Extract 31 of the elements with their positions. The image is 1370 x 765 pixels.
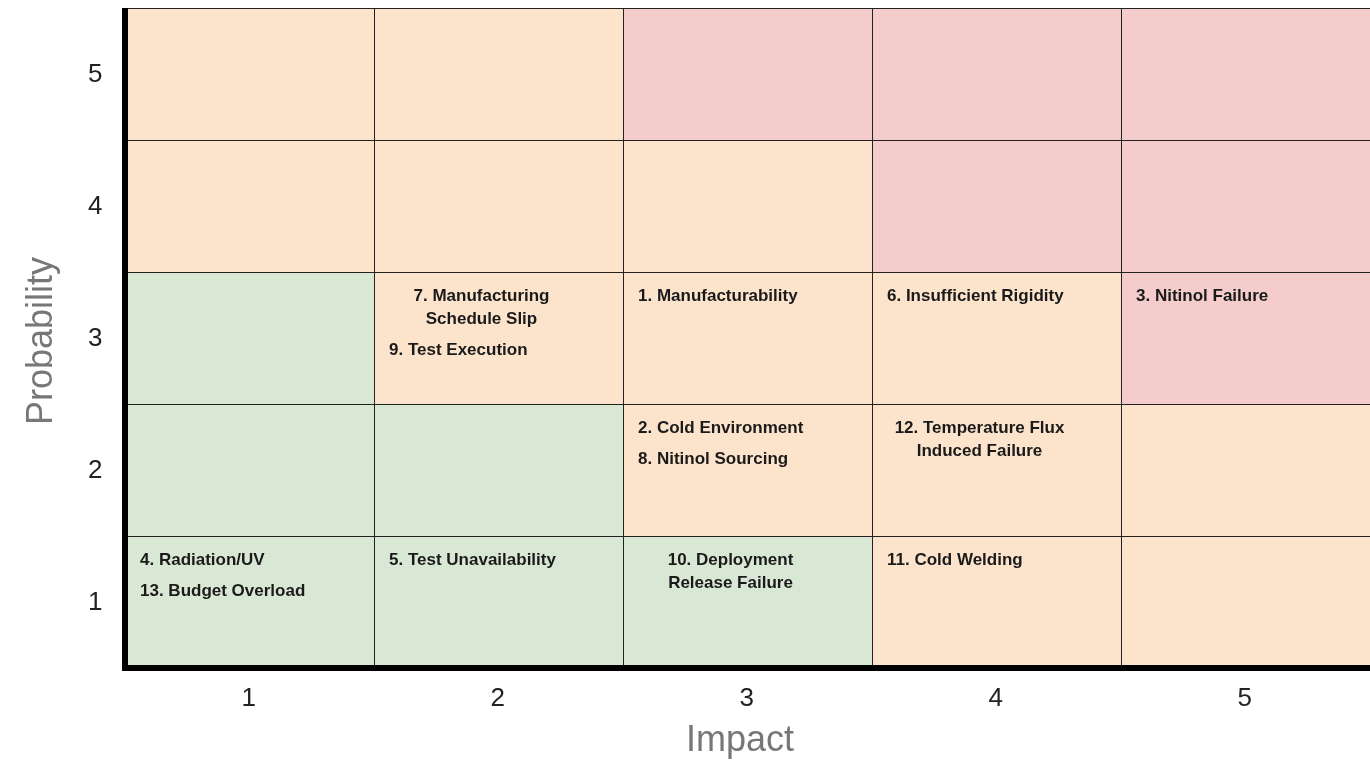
axis-tick-label: 3 (88, 322, 103, 353)
matrix-cell (374, 272, 624, 405)
axis-title: Impact (686, 718, 795, 760)
axis-title: Probability (19, 255, 61, 428)
risk-label: 5. Test Unavailability (389, 549, 556, 571)
risk-label: 11. Cold Welding (887, 549, 1023, 571)
axis-tick-label: 4 (988, 682, 1003, 713)
risk-label: 6. Insufficient Rigidity (887, 285, 1064, 307)
risk-label: 8. Nitinol Sourcing (638, 447, 789, 470)
risk-label: 1. Manufacturability (638, 285, 798, 307)
risk-label: 2. Cold Environment (638, 417, 804, 439)
axis-tick-label: 1 (88, 586, 103, 617)
risk-label: 3. Nitinol Failure (1136, 285, 1269, 307)
risk-label: 10. Deployment Release Failure (666, 549, 795, 594)
risk-label: 9. Test Execution (389, 338, 528, 361)
risk-label: 4. Radiation/UV (140, 549, 265, 571)
matrix-cell (872, 404, 1122, 537)
axis-tick-label: 4 (88, 190, 103, 221)
axis-tick-label: 2 (490, 682, 505, 713)
axis-tick-label: 5 (1237, 682, 1252, 713)
risk-label: 13. Budget Overload (140, 579, 306, 602)
matrix-cell (623, 272, 873, 405)
matrix-cell (1121, 272, 1370, 405)
risk-label: 12. Temperature Flux Induced Failure (893, 417, 1066, 462)
matrix-cell (872, 272, 1122, 405)
axis-tick-label: 5 (88, 58, 103, 89)
risk-label: 7. Manufacturing Schedule Slip (412, 285, 551, 330)
axis-tick-label: 1 (241, 682, 256, 713)
matrix-cell (623, 404, 873, 537)
axis-tick-label: 2 (88, 454, 103, 485)
axis-tick-label: 3 (739, 682, 754, 713)
